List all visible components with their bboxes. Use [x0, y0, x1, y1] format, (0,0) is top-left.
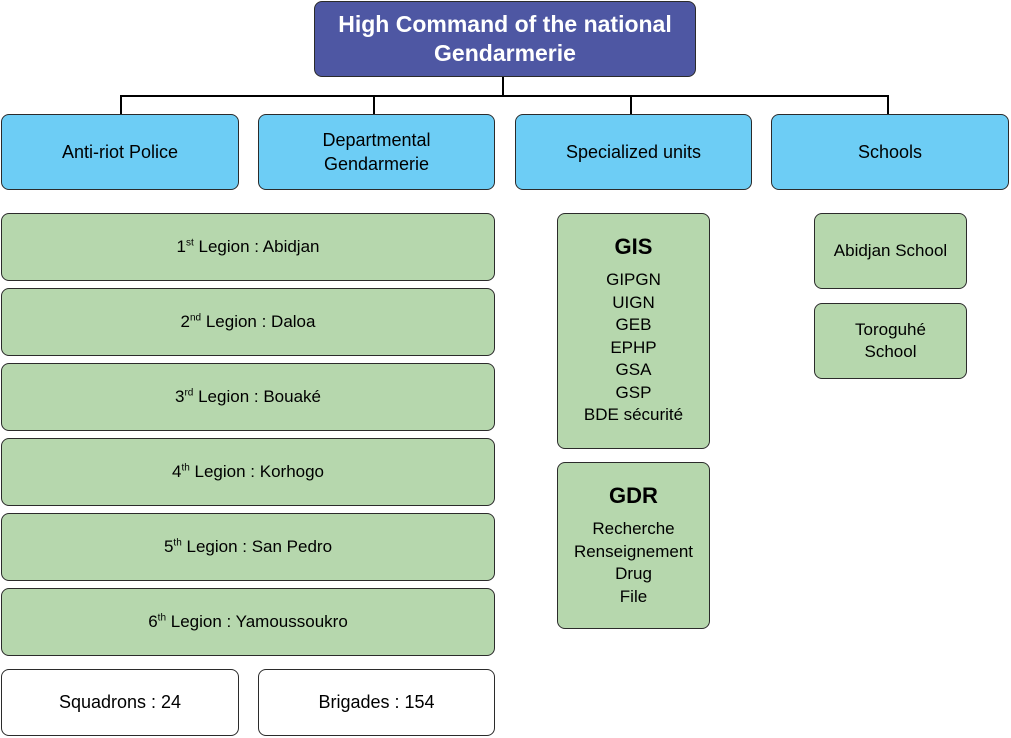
legion-box-6: 6th Legion : Yamoussoukro [1, 588, 495, 656]
legion-box-4: 4th Legion : Korhogo [1, 438, 495, 506]
brigades-count-box: Brigades : 154 [258, 669, 495, 736]
category-anti-riot-police: Anti-riot Police [1, 114, 239, 190]
legion-label: 4th Legion : Korhogo [171, 462, 325, 481]
gdr-item: Recherche [592, 519, 675, 538]
high-command-box: High Command of the national Gendarmerie [314, 1, 696, 77]
gis-item: GIPGN [606, 270, 661, 289]
legion-label: 2nd Legion : Daloa [180, 312, 316, 331]
gdr-item: Renseignement [573, 541, 694, 561]
gdr-title: GDR [609, 483, 658, 508]
legion-label: 5th Legion : San Pedro [163, 537, 333, 556]
gis-item: EPHP [610, 337, 657, 357]
brigades-count: Brigades : 154 [318, 692, 435, 712]
gis-item: GEB [615, 315, 652, 334]
legion-box-5: 5th Legion : San Pedro [1, 513, 495, 581]
gis-item: BDE sécurité [583, 405, 684, 424]
gdr-item: File [619, 586, 648, 606]
gdr-unit-box: GDR Recherche Renseignement Drug File [557, 462, 710, 629]
squadrons-count: Squadrons : 24 [58, 692, 182, 712]
school-label: Abidjan School [833, 241, 948, 260]
gdr-item: Drug [615, 564, 652, 583]
category-label: Specialized units [565, 142, 702, 162]
legion-box-2: 2nd Legion : Daloa [1, 288, 495, 356]
gis-item: GSA [615, 360, 652, 379]
squadrons-count-box: Squadrons : 24 [1, 669, 239, 736]
legion-label: 6th Legion : Yamoussoukro [148, 612, 348, 631]
category-departmental-gendarmerie: Departmental Gendarmerie [258, 114, 495, 190]
gis-item: GSP [615, 382, 652, 402]
high-command-title: High Command of the national Gendarmerie [338, 11, 672, 66]
category-label: Departmental Gendarmerie [322, 130, 431, 174]
school-box-toroguhe: Toroguhé School [814, 303, 967, 379]
category-specialized-units: Specialized units [515, 114, 752, 190]
legion-label: 1st Legion : Abidjan [176, 237, 320, 256]
category-label: Schools [857, 142, 923, 162]
school-label: Toroguhé School [855, 320, 926, 361]
gis-title: GIS [614, 234, 653, 259]
category-schools: Schools [771, 114, 1009, 190]
legion-box-3: 3rd Legion : Bouaké [1, 363, 495, 431]
gis-unit-box: GIS GIPGN UIGN GEB EPHP GSA GSP BDE sécu… [557, 213, 710, 449]
school-box-abidjan: Abidjan School [814, 213, 967, 289]
legion-box-1: 1st Legion : Abidjan [1, 213, 495, 281]
category-label: Anti-riot Police [61, 142, 179, 162]
legion-label: 3rd Legion : Bouaké [175, 387, 321, 406]
gis-item: UIGN [612, 292, 655, 312]
